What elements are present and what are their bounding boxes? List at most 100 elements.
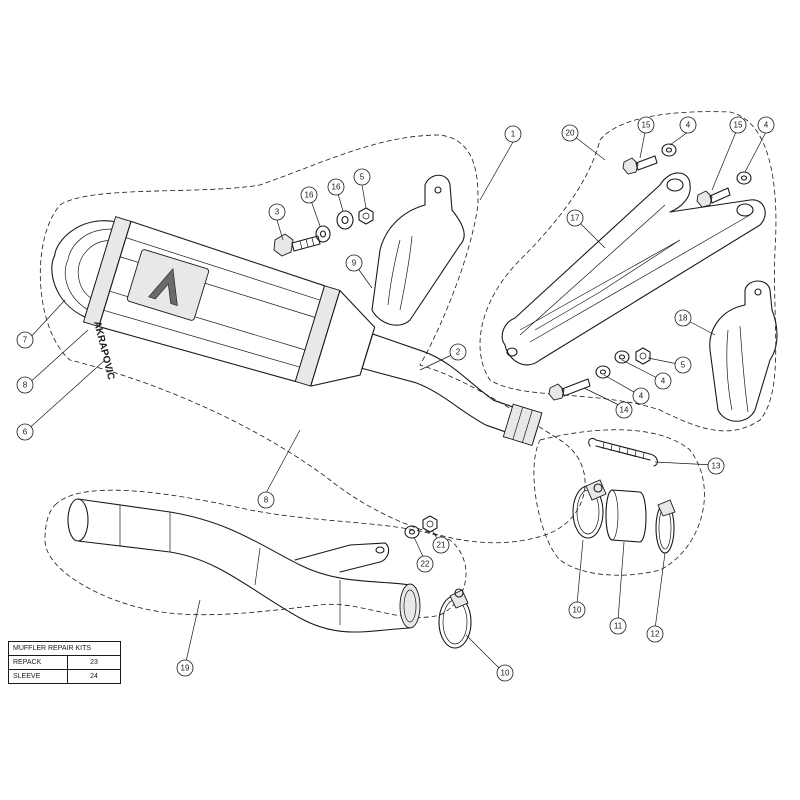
svg-text:8: 8 bbox=[264, 496, 269, 505]
callout-18: 18 bbox=[674, 309, 692, 327]
callout-16a: 16 bbox=[300, 186, 318, 204]
svg-text:19: 19 bbox=[181, 664, 190, 673]
callout-7: 7 bbox=[16, 331, 34, 349]
clamp-10-upper bbox=[572, 479, 607, 539]
callout-5b: 5 bbox=[674, 356, 692, 374]
callout-11: 11 bbox=[609, 617, 627, 635]
callout-3: 3 bbox=[268, 203, 286, 221]
nut-21 bbox=[422, 515, 438, 533]
repack-label: REPACK bbox=[8, 655, 68, 670]
svg-text:1: 1 bbox=[511, 130, 516, 139]
callout-15b: 15 bbox=[729, 116, 747, 134]
sleeve-label: SLEEVE bbox=[8, 669, 68, 684]
svg-text:5: 5 bbox=[681, 361, 686, 370]
muffler-end-cap bbox=[51, 220, 115, 318]
svg-text:5: 5 bbox=[360, 173, 365, 182]
callout-4a: 4 bbox=[679, 116, 697, 134]
svg-text:4: 4 bbox=[639, 392, 644, 401]
callout-16b: 16 bbox=[327, 178, 345, 196]
callout-8b: 8 bbox=[257, 491, 275, 509]
svg-text:3: 3 bbox=[275, 208, 280, 217]
hanger-bracket-9 bbox=[371, 174, 465, 326]
sleeve-value: 24 bbox=[67, 669, 121, 684]
callout-1: 1 bbox=[504, 125, 522, 143]
hanger-bracket-18 bbox=[709, 280, 778, 422]
washer-4b bbox=[736, 171, 752, 185]
callout-10a: 10 bbox=[568, 601, 586, 619]
bolt-14 bbox=[548, 378, 591, 401]
svg-text:7: 7 bbox=[23, 336, 28, 345]
muffler bbox=[51, 216, 543, 446]
callout-bubbles: 1 2 3 4 4 4 4 5 5 6 7 8 8 9 10 10 11 12 … bbox=[16, 116, 775, 682]
callout-20: 20 bbox=[561, 124, 579, 142]
washer-4a bbox=[661, 143, 677, 157]
callout-6: 6 bbox=[16, 423, 34, 441]
callout-14: 14 bbox=[615, 401, 633, 419]
svg-text:9: 9 bbox=[352, 259, 357, 268]
washer-16a bbox=[315, 225, 331, 243]
callout-4c: 4 bbox=[654, 372, 672, 390]
muffler-rear-band bbox=[294, 285, 341, 387]
support-bracket-17 bbox=[501, 172, 766, 366]
table-row: REPACK 23 bbox=[8, 655, 121, 670]
callout-22: 22 bbox=[416, 555, 434, 573]
nut-5a bbox=[358, 207, 374, 225]
sleeve-11 bbox=[605, 489, 647, 543]
callout-10b: 10 bbox=[496, 664, 514, 682]
callout-15a: 15 bbox=[637, 116, 655, 134]
callout-9: 9 bbox=[345, 254, 363, 272]
svg-text:16: 16 bbox=[332, 183, 341, 192]
svg-text:10: 10 bbox=[573, 606, 582, 615]
table-row: SLEEVE 24 bbox=[8, 669, 121, 684]
svg-text:15: 15 bbox=[734, 121, 743, 130]
callout-12: 12 bbox=[646, 625, 664, 643]
svg-text:22: 22 bbox=[421, 560, 430, 569]
svg-text:21: 21 bbox=[437, 541, 446, 550]
spring-13 bbox=[588, 437, 659, 467]
group-outline-muffler bbox=[39, 134, 586, 544]
washer-4d bbox=[614, 350, 630, 364]
svg-text:12: 12 bbox=[651, 630, 660, 639]
clamp-12 bbox=[655, 499, 676, 554]
svg-text:18: 18 bbox=[679, 314, 688, 323]
callout-17: 17 bbox=[566, 209, 584, 227]
link-pipe-19 bbox=[67, 498, 421, 633]
repair-kits-title: MUFFLER REPAIR KITS bbox=[8, 641, 121, 656]
bolt-15b bbox=[696, 187, 731, 208]
callout-4b: 4 bbox=[757, 116, 775, 134]
clamp-10-lower bbox=[438, 588, 472, 649]
akrapovic-logo-icon bbox=[148, 268, 178, 307]
svg-text:13: 13 bbox=[712, 462, 721, 471]
svg-text:2: 2 bbox=[456, 348, 461, 357]
washer-16b bbox=[336, 210, 354, 230]
group-outline-bracket bbox=[479, 111, 777, 432]
repair-kits-title-row: MUFFLER REPAIR KITS bbox=[8, 641, 121, 656]
callout-8a: 8 bbox=[16, 376, 34, 394]
group-outline-clamps bbox=[533, 429, 705, 576]
washer-4c bbox=[595, 365, 611, 379]
svg-text:20: 20 bbox=[566, 129, 575, 138]
svg-text:16: 16 bbox=[305, 191, 314, 200]
leader-lines bbox=[24, 126, 767, 672]
repair-kits-table: MUFFLER REPAIR KITS REPACK 23 SLEEVE 24 bbox=[8, 641, 121, 684]
svg-text:11: 11 bbox=[614, 622, 623, 631]
svg-text:4: 4 bbox=[661, 377, 666, 386]
svg-text:10: 10 bbox=[501, 669, 510, 678]
muffler-logo-text: AKRAPOVIC bbox=[91, 320, 116, 381]
nut-5b bbox=[635, 347, 651, 365]
callout-19: 19 bbox=[176, 659, 194, 677]
callout-5a: 5 bbox=[353, 168, 371, 186]
repack-value: 23 bbox=[67, 655, 121, 670]
washer-22 bbox=[404, 525, 420, 539]
bolt-3 bbox=[273, 233, 321, 257]
svg-text:14: 14 bbox=[620, 406, 629, 415]
muffler-logo-plate bbox=[126, 249, 210, 321]
callout-13: 13 bbox=[707, 457, 725, 475]
svg-text:4: 4 bbox=[686, 121, 691, 130]
svg-text:4: 4 bbox=[764, 121, 769, 130]
callout-4d: 4 bbox=[632, 387, 650, 405]
callout-2: 2 bbox=[449, 343, 467, 361]
svg-text:15: 15 bbox=[642, 121, 651, 130]
svg-text:6: 6 bbox=[23, 428, 28, 437]
muffler-rear-cone bbox=[310, 289, 376, 387]
